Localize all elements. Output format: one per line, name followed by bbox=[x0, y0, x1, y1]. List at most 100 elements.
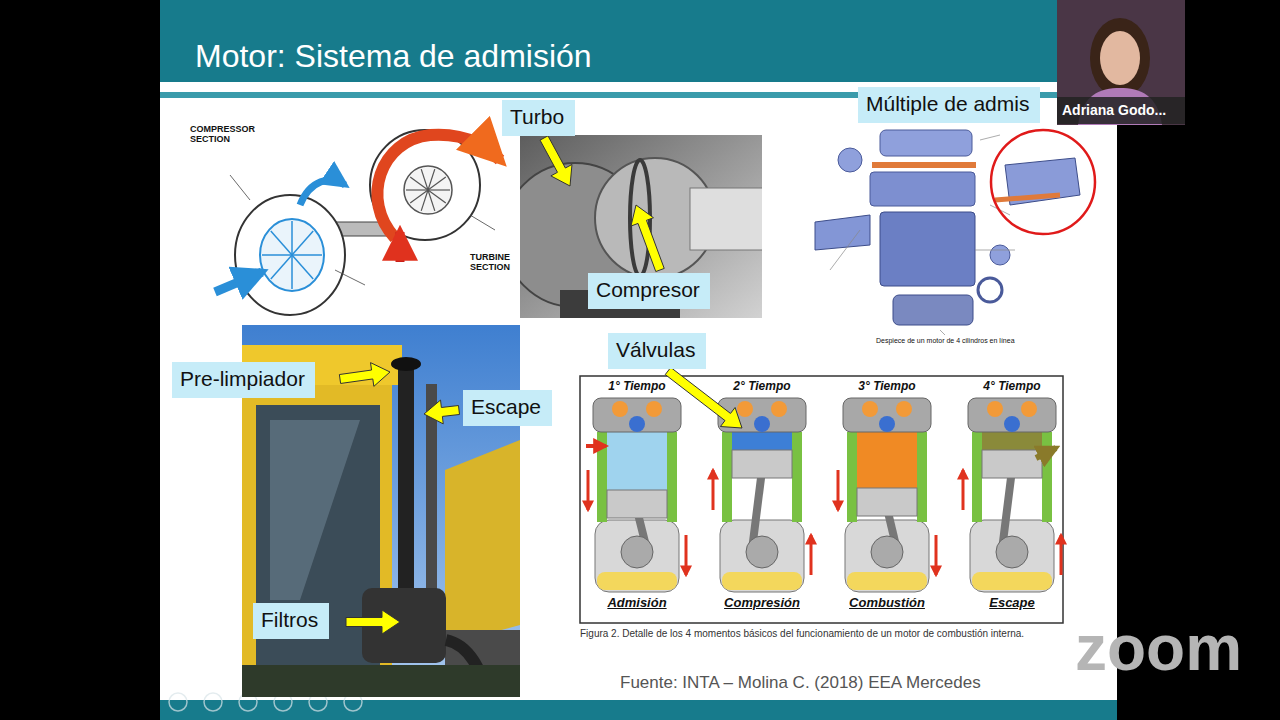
callout-box: Compresor bbox=[588, 273, 710, 309]
motion-arrow bbox=[935, 535, 938, 575]
leader-line bbox=[335, 270, 365, 285]
leader-line bbox=[830, 230, 860, 270]
cylinder-wall bbox=[847, 432, 857, 522]
callout-label: Turbo bbox=[510, 104, 564, 130]
stroke-number: 4° Tiempo bbox=[983, 380, 1040, 394]
motion-arrow bbox=[837, 470, 840, 510]
nav-icon bbox=[204, 693, 222, 711]
callout-label: Compresor bbox=[596, 277, 700, 303]
callout-box: Turbo bbox=[502, 100, 575, 136]
precleaner-cap bbox=[391, 357, 421, 371]
piston bbox=[607, 490, 667, 518]
injector bbox=[754, 416, 770, 432]
crankcase bbox=[970, 520, 1054, 592]
cylinder-wall bbox=[917, 432, 927, 522]
injector bbox=[879, 416, 895, 432]
injector bbox=[1004, 416, 1020, 432]
cylinder-wall bbox=[972, 432, 982, 522]
cam bbox=[1021, 401, 1037, 417]
intake-flow bbox=[215, 272, 262, 292]
motion-arrow bbox=[587, 470, 590, 510]
title-band bbox=[160, 0, 1117, 82]
precleaner-pipe bbox=[398, 368, 414, 603]
callout-label: Válvulas bbox=[616, 337, 695, 363]
piston bbox=[732, 450, 792, 478]
crankcase bbox=[595, 520, 679, 592]
oil bbox=[722, 572, 802, 590]
injector bbox=[629, 416, 645, 432]
motion-arrow bbox=[810, 535, 813, 575]
compressed-flow bbox=[300, 180, 345, 205]
compressor-blade bbox=[262, 254, 292, 256]
crankcase bbox=[720, 520, 804, 592]
callout-label: Múltiple de admis bbox=[866, 91, 1029, 117]
turbine-blade bbox=[410, 190, 428, 203]
participant-name: Adriana Godo... bbox=[1062, 102, 1166, 118]
oil bbox=[597, 572, 677, 590]
part-label: COMPRESSOR SECTION bbox=[190, 124, 260, 145]
cylinder-wall bbox=[722, 432, 732, 522]
compressor-wheel bbox=[260, 219, 324, 291]
person-hair bbox=[1090, 18, 1150, 98]
callout-label: Pre-limpiador bbox=[180, 366, 305, 392]
cylinder-wall bbox=[667, 432, 677, 522]
name-bar bbox=[1057, 97, 1185, 124]
compressor-blade bbox=[292, 254, 322, 256]
callout-label: Escape bbox=[471, 394, 541, 420]
hood bbox=[445, 440, 520, 645]
chamber bbox=[607, 432, 667, 490]
callout-label: Filtros bbox=[261, 607, 318, 633]
compressor-blade bbox=[291, 255, 293, 289]
turbo-photo bbox=[520, 135, 762, 318]
stroke-number: 1° Tiempo bbox=[608, 380, 665, 394]
oil-pan bbox=[893, 295, 973, 325]
intake-arrow bbox=[586, 444, 606, 448]
leader-line bbox=[975, 250, 1015, 251]
piston bbox=[982, 450, 1042, 478]
callout-arrow bbox=[631, 205, 664, 272]
callout-box: Múltiple de admis bbox=[858, 87, 1040, 123]
highlight-circle bbox=[991, 130, 1095, 234]
chamber bbox=[982, 432, 1042, 450]
valve-cover bbox=[880, 130, 972, 156]
compressor-blade bbox=[292, 231, 313, 255]
source-note: Fuente: INTA – Molina C. (2018) EEA Merc… bbox=[620, 673, 981, 693]
callout-arrow bbox=[339, 363, 390, 387]
pulley bbox=[978, 278, 1002, 302]
callout-box: Pre-limpiador bbox=[172, 362, 315, 398]
engine-block bbox=[880, 212, 975, 286]
exhaust-manifold bbox=[815, 215, 870, 250]
motion-arrow bbox=[1060, 535, 1063, 575]
cylinder-head bbox=[968, 398, 1056, 432]
cylinder-panel bbox=[963, 398, 1061, 592]
compressor-blade bbox=[291, 221, 293, 255]
turbine-blade bbox=[428, 189, 450, 190]
cam bbox=[987, 401, 1003, 417]
crankcase bbox=[845, 520, 929, 592]
leader-line bbox=[230, 175, 250, 200]
callout-box: Filtros bbox=[253, 603, 329, 639]
webcam-view bbox=[1057, 0, 1185, 125]
turbine-blade bbox=[406, 189, 428, 190]
slide-title: Motor: Sistema de admisión bbox=[195, 38, 592, 75]
watermark: zoom bbox=[1075, 612, 1242, 686]
cylinder-wall bbox=[792, 432, 802, 522]
compressor-blade bbox=[292, 255, 313, 279]
compressor-blade bbox=[271, 255, 292, 279]
chamber bbox=[857, 432, 917, 488]
gas-inlet bbox=[396, 232, 405, 262]
turbine-wheel bbox=[404, 166, 452, 214]
leader-line bbox=[940, 330, 945, 335]
part-label: TURBINE SECTION bbox=[470, 252, 518, 273]
figure-frame bbox=[580, 376, 1063, 623]
exhaust-arrow bbox=[1036, 448, 1056, 458]
crankshaft bbox=[996, 536, 1028, 568]
callout-arrow bbox=[346, 610, 400, 634]
cam bbox=[896, 401, 912, 417]
cam bbox=[612, 401, 628, 417]
cylinder-panel bbox=[588, 398, 686, 592]
leader-line bbox=[470, 215, 495, 230]
cylinder-head bbox=[843, 398, 931, 432]
motion-arrow bbox=[685, 535, 688, 575]
